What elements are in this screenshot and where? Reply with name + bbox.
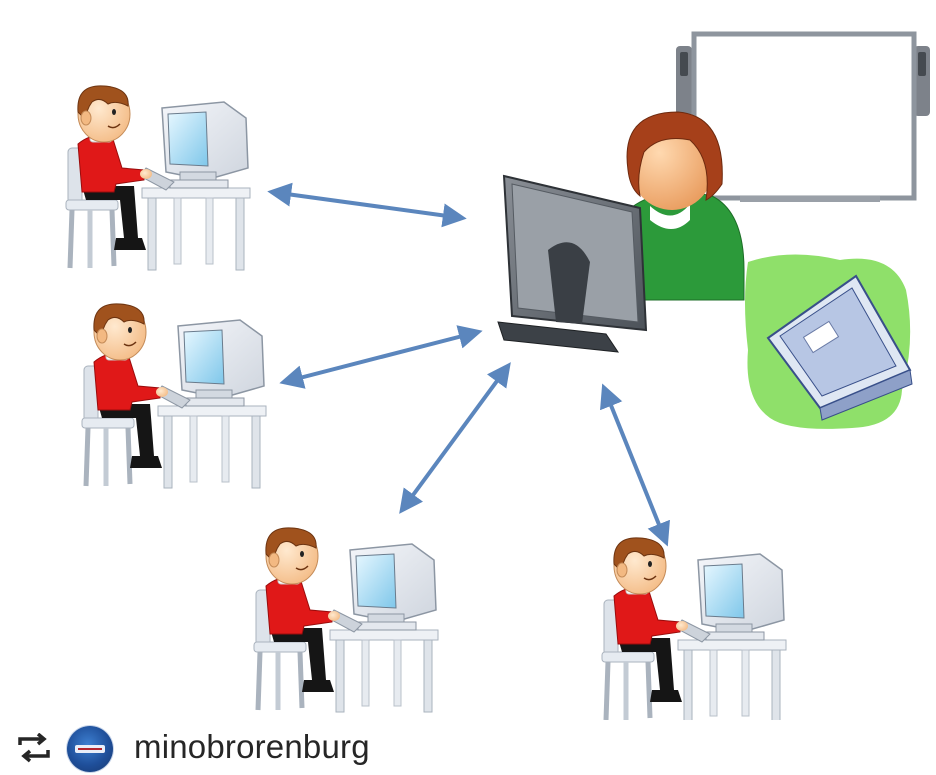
arrow-student-3 — [399, 362, 511, 514]
username-link[interactable]: minobrorenburg — [134, 728, 370, 765]
student-3 — [254, 528, 438, 712]
repost-icon[interactable] — [14, 733, 54, 763]
teacher-workstation — [497, 111, 745, 353]
arrow-student-4 — [600, 383, 670, 547]
connection-arrows — [267, 182, 670, 547]
student-2 — [82, 304, 266, 488]
student-4 — [602, 538, 786, 720]
account-avatar[interactable] — [67, 726, 113, 772]
arrow-student-2 — [279, 325, 483, 389]
student-1 — [66, 86, 250, 270]
network-diagram — [0, 31, 930, 720]
scanner — [745, 254, 913, 429]
arrow-student-1 — [267, 182, 467, 228]
post-footer: minobrorenburg — [0, 720, 936, 775]
